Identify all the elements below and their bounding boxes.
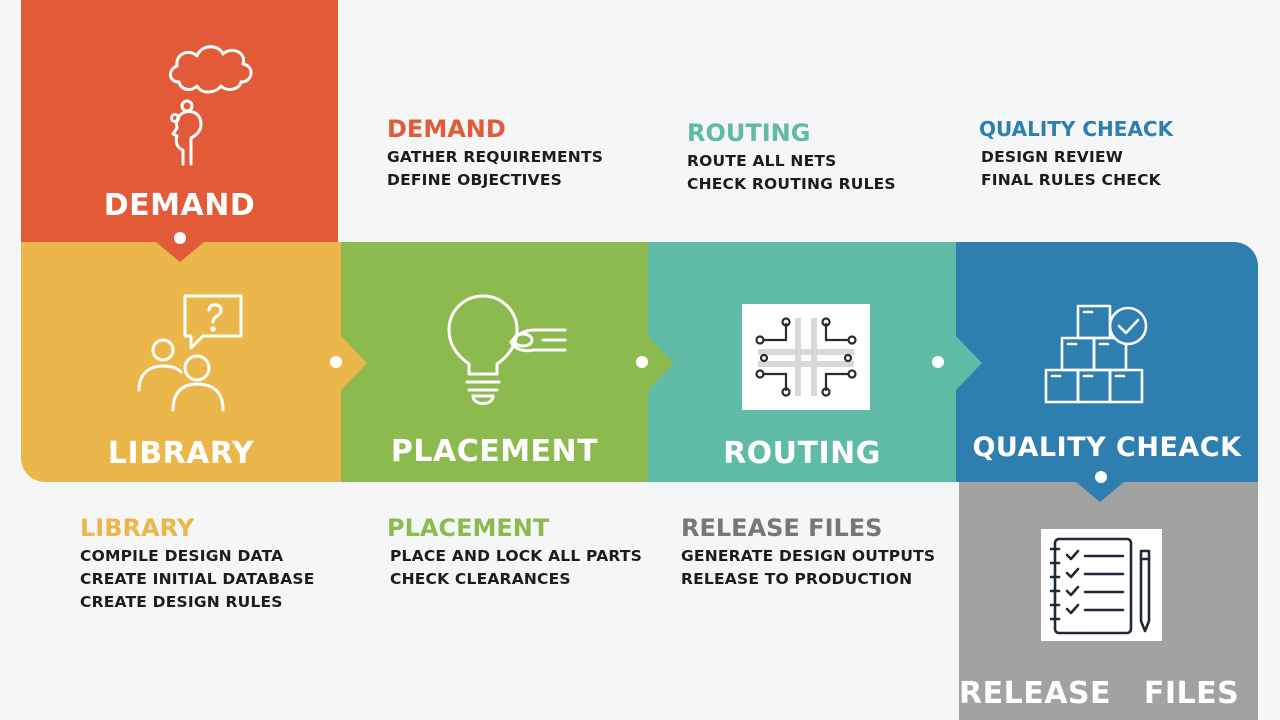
panel-demand-title: DEMAND: [103, 188, 256, 223]
desc-quality-line: FINAL RULES CHECK: [981, 171, 1161, 189]
desc-routing-line: CHECK ROUTING RULES: [687, 175, 896, 193]
placement-pointer: [648, 336, 674, 390]
panel-library: LIBRARY: [21, 242, 341, 482]
panel-quality: QUALITY CHEACK: [956, 242, 1258, 482]
desc-demand-heading: DEMAND: [387, 115, 506, 143]
desc-release-line: RELEASE TO PRODUCTION: [681, 570, 913, 588]
checklist-pencil-icon: [1041, 529, 1162, 641]
demand-connector-dot: [174, 232, 186, 244]
desc-library: LIBRARY COMPILE DESIGN DATA CREATE INITI…: [80, 513, 315, 614]
panel-release: RELEASE FILES: [959, 482, 1258, 720]
desc-release-heading: RELEASE FILES: [681, 514, 883, 542]
panel-placement-title: PLACEMENT: [390, 434, 599, 469]
desc-placement-heading: PLACEMENT: [387, 514, 550, 542]
desc-demand: DEMAND GATHER REQUIREMENTS DEFINE OBJECT…: [387, 114, 603, 192]
desc-quality-line: DESIGN REVIEW: [981, 148, 1124, 166]
desc-demand-line: DEFINE OBJECTIVES: [387, 171, 562, 189]
thinking-head-icon: [169, 45, 253, 166]
panel-library-title: LIBRARY: [107, 436, 255, 471]
panel-placement: PLACEMENT: [341, 242, 648, 482]
desc-quality: QUALITY CHEACK DESIGN REVIEW FINAL RULES…: [979, 114, 1173, 192]
desc-quality-heading: QUALITY CHEACK: [979, 117, 1174, 141]
desc-placement-line: PLACE AND LOCK ALL PARTS: [390, 547, 642, 565]
demand-pointer: [156, 242, 204, 262]
desc-routing: ROUTING ROUTE ALL NETS CHECK ROUTING RUL…: [687, 118, 896, 196]
desc-release-line: GENERATE DESIGN OUTPUTS: [681, 547, 936, 565]
library-pointer: [341, 336, 367, 390]
desc-release: RELEASE FILES GENERATE DESIGN OUTPUTS RE…: [681, 513, 935, 591]
panel-routing: ROUTING: [648, 242, 956, 482]
desc-placement: PLACEMENT PLACE AND LOCK ALL PARTS CHECK…: [387, 513, 642, 591]
panel-routing-title: ROUTING: [723, 436, 881, 471]
boxes-check-icon: [1044, 304, 1148, 404]
panel-demand: DEMAND: [21, 0, 338, 242]
desc-library-heading: LIBRARY: [80, 514, 195, 542]
lightbulb-icon: [447, 294, 567, 405]
desc-library-line: CREATE DESIGN RULES: [80, 593, 283, 611]
panel-release-title: RELEASE FILES: [959, 676, 1240, 711]
desc-demand-line: GATHER REQUIREMENTS: [387, 148, 604, 166]
quality-pointer: [1076, 482, 1124, 502]
placement-connector-dot: [636, 356, 648, 368]
circuit-routing-icon: [742, 304, 870, 410]
routing-connector-dot: [932, 356, 944, 368]
desc-placement-line: CHECK CLEARANCES: [390, 570, 571, 588]
panel-quality-title: QUALITY CHEACK: [972, 432, 1242, 463]
routing-pointer: [956, 336, 982, 390]
desc-routing-line: ROUTE ALL NETS: [687, 152, 837, 170]
people-question-icon: [137, 294, 243, 412]
library-connector-dot: [330, 356, 342, 368]
quality-connector-dot: [1095, 471, 1107, 483]
desc-library-line: COMPILE DESIGN DATA: [80, 547, 284, 565]
desc-library-line: CREATE INITIAL DATABASE: [80, 570, 315, 588]
desc-routing-heading: ROUTING: [687, 119, 811, 147]
